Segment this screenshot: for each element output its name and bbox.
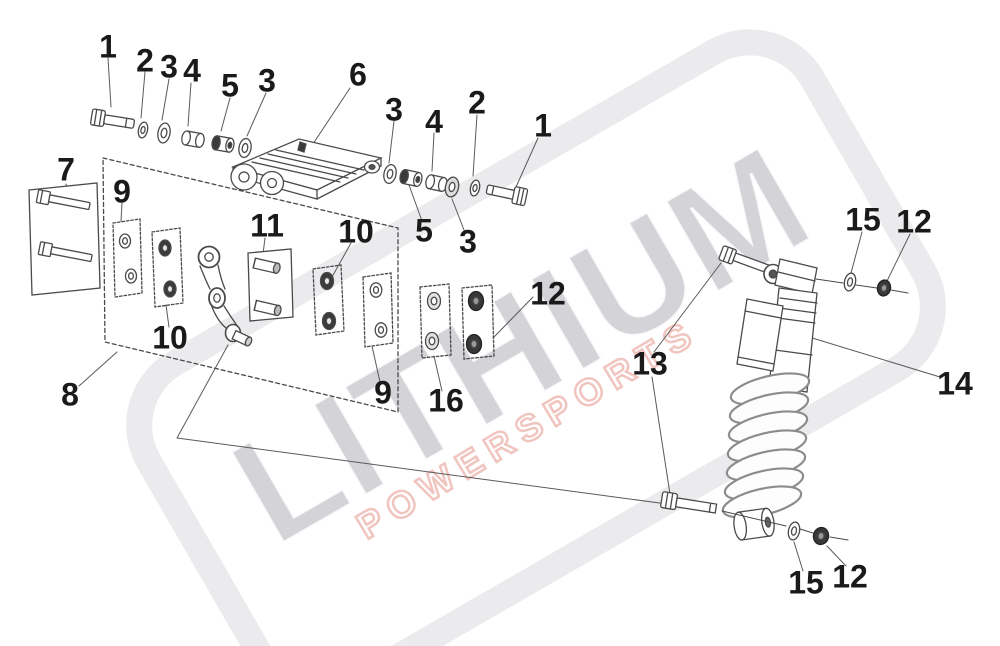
part-washer-15-lower — [787, 521, 801, 541]
part-plate-11 — [247, 248, 294, 322]
part-bracket-plate-7 — [28, 182, 101, 296]
part-plate-12 — [461, 284, 495, 360]
part-washer-3-left-a — [157, 122, 171, 144]
part-shock-lower-eye — [733, 507, 775, 541]
part-plate-10-left — [151, 227, 184, 308]
part-washer-3-right-b — [444, 176, 460, 198]
part-washer-3-right-a — [383, 163, 397, 185]
part-bolt-13-upper — [718, 245, 771, 274]
part-plate-10-right — [312, 264, 345, 336]
part-washer-2-right — [469, 179, 481, 197]
part-spacer-4-left — [181, 130, 205, 148]
part-panel-8 — [102, 157, 399, 413]
part-shock-absorber-14 — [718, 245, 909, 541]
part-bushing-5-left — [211, 135, 235, 153]
part-nut-12-upper — [876, 279, 892, 297]
part-washer-3-left-b — [238, 137, 252, 159]
part-spacer-4-right — [425, 174, 448, 193]
part-nut-12-lower — [812, 526, 830, 546]
part-bolt-1-right — [485, 184, 529, 207]
part-linkage-arm-6 — [230, 138, 383, 200]
part-coil-spring — [721, 372, 811, 519]
part-plate-9-left — [112, 218, 143, 298]
part-washer-15-upper — [843, 272, 857, 292]
part-washer-2-left — [137, 121, 149, 139]
part-plate-16 — [419, 283, 452, 359]
part-bolt-13-lower — [660, 491, 718, 514]
part-bushing-5-right — [399, 168, 423, 188]
part-plate-9-right — [362, 272, 394, 348]
leader-lines — [65, 57, 941, 572]
part-bolt-1-left — [89, 108, 136, 129]
part-rocker-arm — [197, 245, 253, 347]
